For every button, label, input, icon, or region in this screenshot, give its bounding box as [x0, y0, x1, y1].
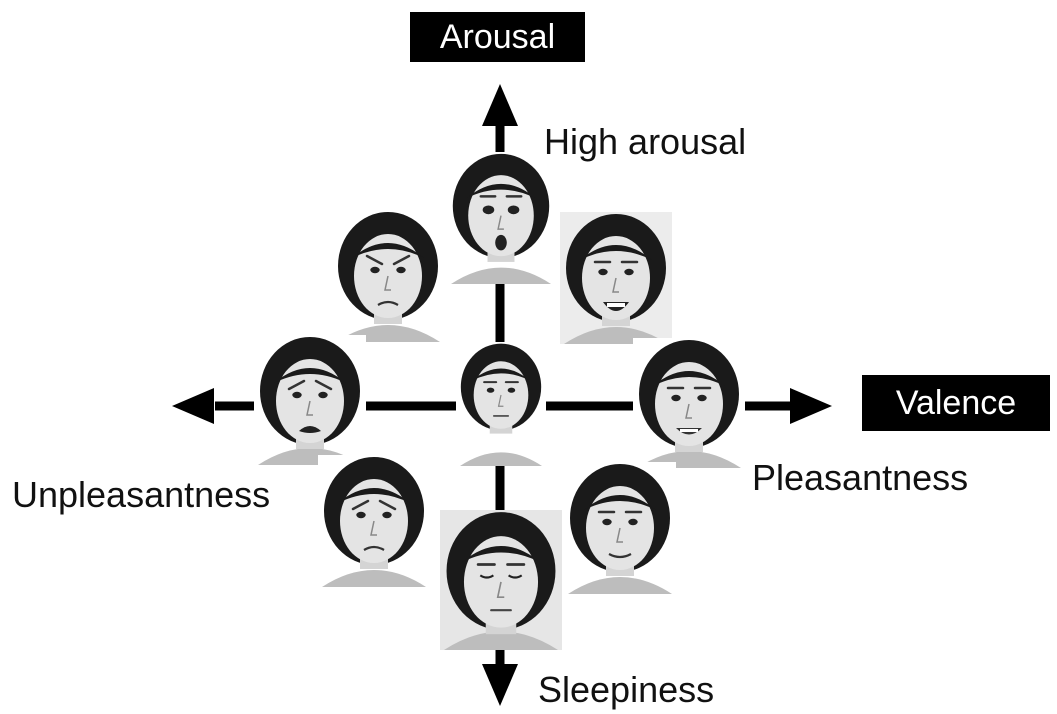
face-bottom-left: [318, 455, 430, 587]
sleepiness-label: Sleepiness: [538, 672, 714, 708]
unpleasantness-label: Unpleasantness: [12, 477, 270, 513]
face-bottom-right: [564, 462, 676, 594]
high-arousal-label: High arousal: [544, 124, 746, 160]
face-right: [633, 338, 745, 468]
face-center: [456, 342, 546, 466]
face-top-right: [560, 212, 672, 344]
face-left: [254, 335, 366, 465]
face-top: [447, 152, 555, 284]
valence-axis-title: Valence: [862, 375, 1050, 431]
face-bottom: [440, 510, 562, 650]
face-top-left: [332, 210, 444, 342]
pleasantness-label: Pleasantness: [752, 460, 968, 496]
arousal-axis-title: Arousal: [410, 12, 585, 62]
